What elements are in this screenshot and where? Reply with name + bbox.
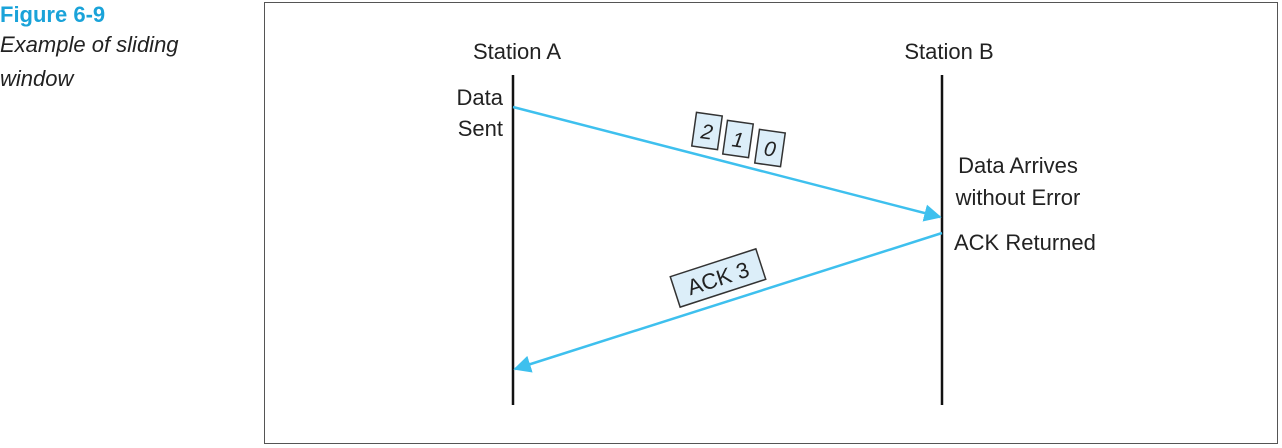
figure-title-line2: window: [0, 66, 74, 91]
figure-title-line1: Example of sliding: [0, 32, 179, 57]
frame-box: 1: [721, 119, 755, 159]
ack-box: ACK 3: [669, 247, 767, 309]
frame-number: 2: [698, 120, 714, 145]
station-b-label: Station B: [904, 39, 993, 64]
frame-boxes: 2 1 0: [690, 111, 787, 168]
data-arrives-label-line2: without Error: [955, 185, 1081, 210]
ack-arrow: [513, 231, 943, 373]
station-a-label: Station A: [473, 39, 561, 64]
frame-box: 0: [753, 128, 787, 168]
diagram-frame: [264, 2, 1278, 444]
data-sent-label-line2: Sent: [458, 116, 503, 141]
frame-box: 2: [690, 111, 724, 151]
data-arrives-label-line1: Data Arrives: [958, 153, 1078, 178]
figure-caption: Figure 6-9 Example of sliding window: [0, 2, 250, 96]
frame-number: 1: [730, 128, 745, 152]
figure-number: Figure 6-9: [0, 2, 106, 27]
ack-returned-label: ACK Returned: [954, 230, 1096, 255]
frame-number: 0: [762, 137, 777, 161]
data-arrow: [512, 105, 942, 222]
data-sent-label-line1: Data: [457, 85, 504, 110]
